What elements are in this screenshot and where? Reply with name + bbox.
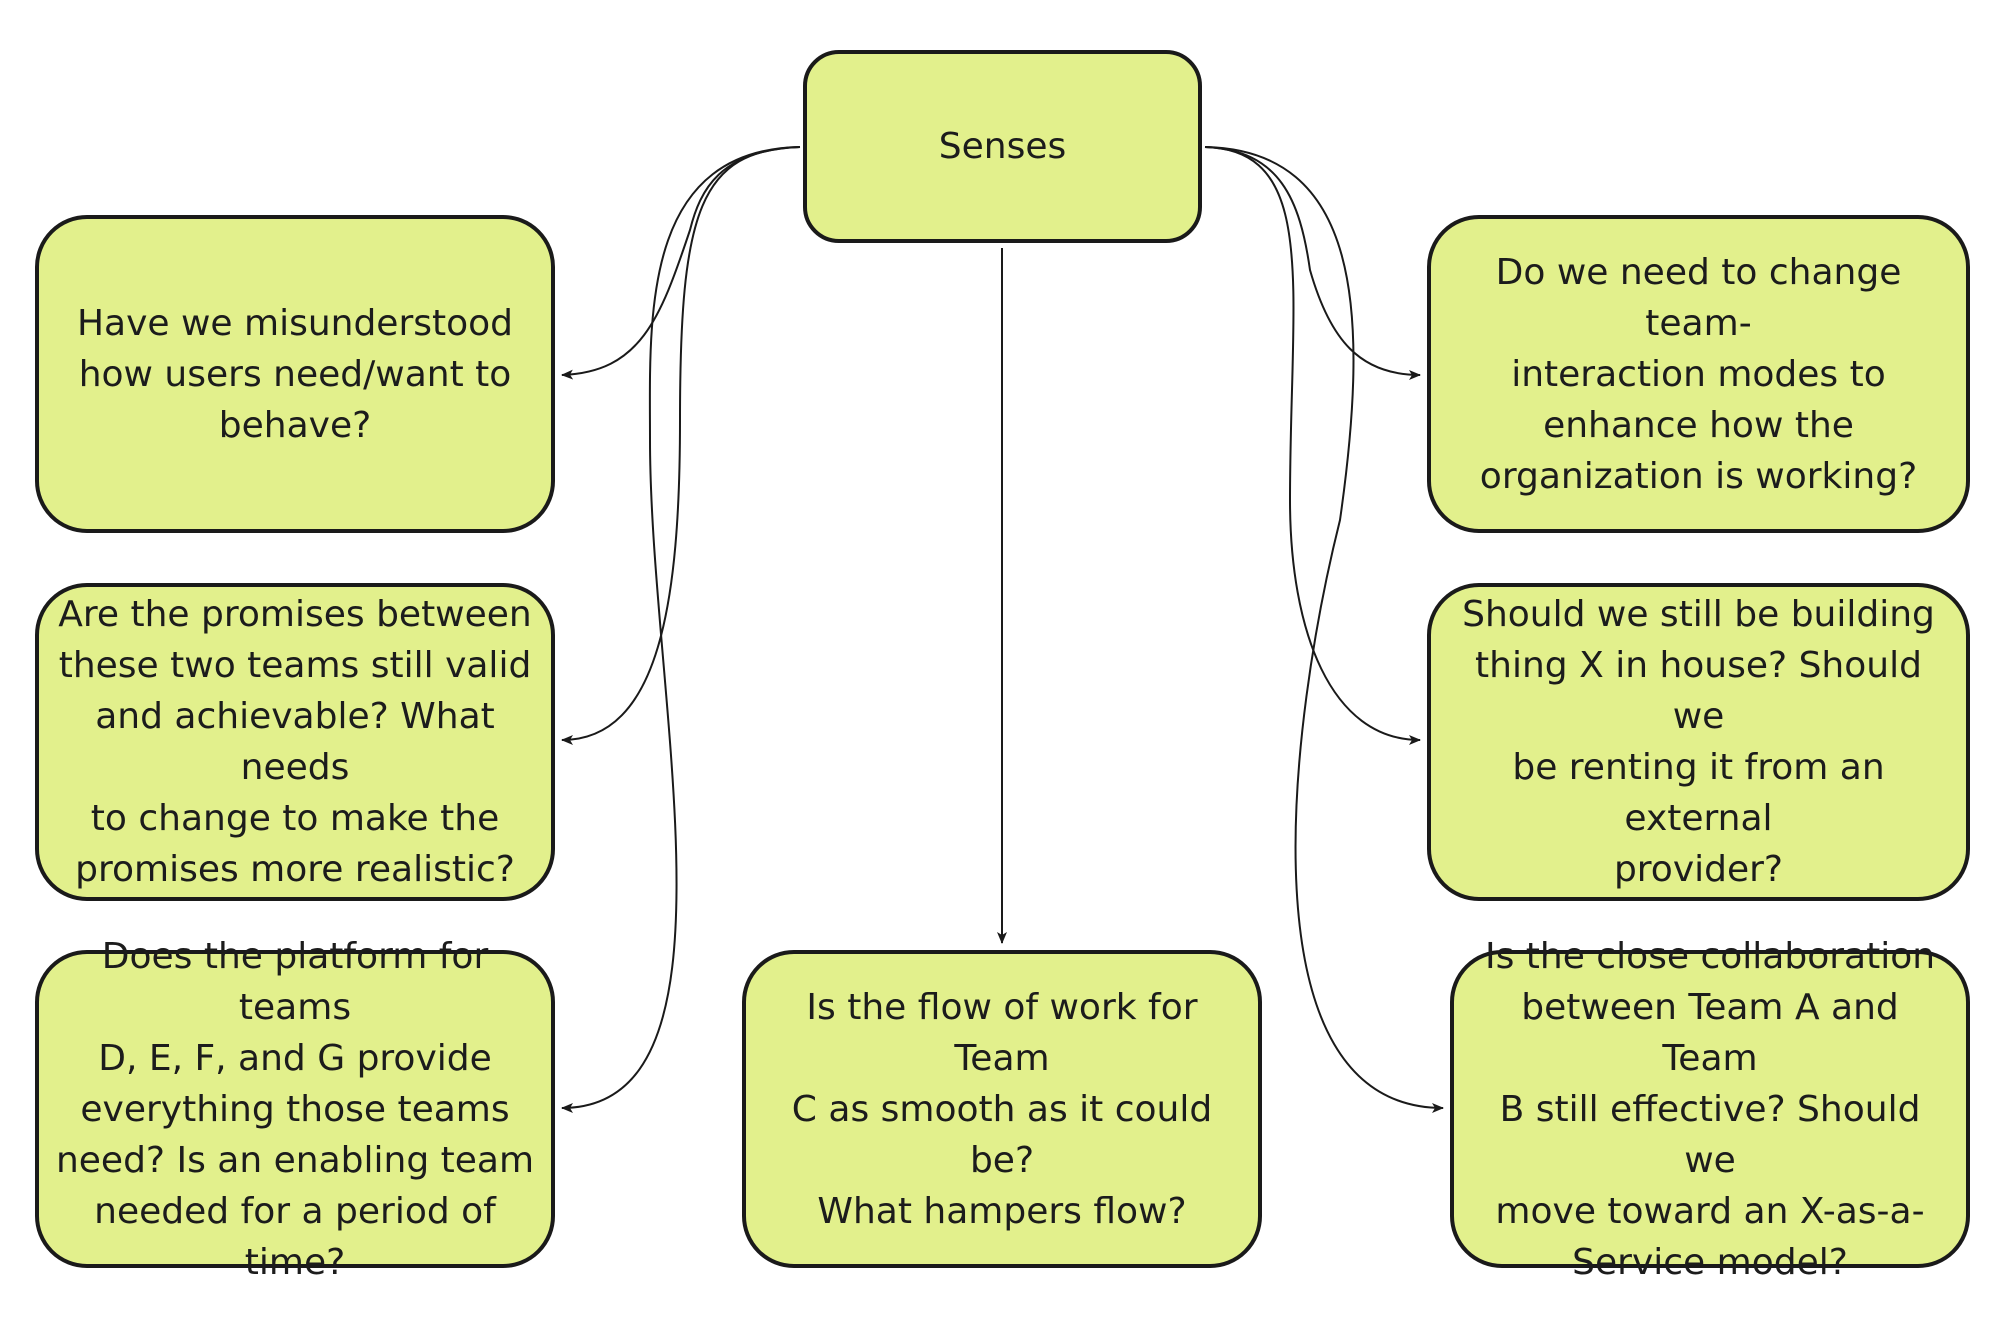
edge-senses-to-collab (1204, 146, 1444, 1113)
senses-node-text: Senses (939, 121, 1066, 172)
build-or-rent-line: Should we still be building (1462, 594, 1935, 635)
flow-of-work-line: C as smooth as it could be? (791, 1088, 1213, 1181)
interaction-modes-line: organization is working? (1479, 455, 1918, 497)
edge-senses-to-promises (561, 146, 801, 745)
platform-text: Does the platform for teams D, E, F, and… (55, 931, 535, 1288)
users-behavior-line: behave? (218, 404, 372, 446)
team-promises-line: promises more realistic? (75, 849, 515, 890)
users-behavior-text: Have we misunderstood how users need/wan… (77, 298, 513, 451)
team-promises-text: Are the promises between these two teams… (55, 589, 535, 895)
platform-line: need? Is an enabling team (55, 1139, 535, 1181)
interaction-modes-node[interactable]: Do we need to change team- interaction m… (1427, 215, 1970, 533)
build-or-rent-node[interactable]: Should we still be building thing X in h… (1427, 583, 1970, 901)
edge-senses-to-platform (561, 146, 801, 1113)
edge-senses-to-build (1204, 146, 1421, 745)
platform-line: everything those teams (80, 1088, 510, 1130)
platform-line: Does the platform for teams (101, 935, 489, 1028)
users-behavior-node[interactable]: Have we misunderstood how users need/wan… (35, 215, 555, 533)
interaction-modes-line: interaction modes to (1511, 353, 1886, 395)
build-or-rent-line: thing X in house? Should we (1475, 645, 1922, 737)
collaboration-line: Is the close collaboration (1484, 935, 1936, 977)
flow-of-work-line: Is the flow of work for Team (806, 986, 1198, 1079)
team-promises-line: these two teams still valid (58, 645, 532, 686)
flow-of-work-node[interactable]: Is the flow of work for Team C as smooth… (742, 950, 1262, 1268)
collaboration-line: move toward an X-as-a- (1495, 1190, 1925, 1232)
users-behavior-line: Have we misunderstood (76, 302, 514, 344)
team-promises-line: and achievable? What needs (95, 696, 495, 788)
interaction-modes-text: Do we need to change team- interaction m… (1447, 247, 1950, 502)
users-behavior-line: how users need/want to (78, 353, 512, 395)
team-promises-node[interactable]: Are the promises between these two teams… (35, 583, 555, 901)
collaboration-line: between Team A and Team (1521, 986, 1899, 1079)
interaction-modes-line: enhance how the (1543, 404, 1854, 446)
team-promises-line: to change to make the (90, 798, 500, 839)
collaboration-text: Is the close collaboration between Team … (1470, 931, 1950, 1288)
flow-of-work-text: Is the flow of work for Team C as smooth… (762, 982, 1242, 1237)
interaction-modes-line: Do we need to change team- (1495, 251, 1902, 344)
senses-node[interactable]: Senses (803, 50, 1202, 243)
platform-node[interactable]: Does the platform for teams D, E, F, and… (35, 936, 555, 1283)
build-or-rent-line: be renting it from an external (1512, 747, 1885, 839)
platform-line: D, E, F, and G provide (98, 1037, 492, 1079)
build-or-rent-text: Should we still be building thing X in h… (1447, 589, 1950, 895)
collaboration-line: Service model? (1572, 1241, 1848, 1283)
flow-of-work-line: What hampers flow? (817, 1190, 1187, 1232)
edge-senses-to-interaction (1204, 146, 1421, 380)
platform-line: needed for a period of time? (94, 1190, 496, 1283)
senses-line: Senses (938, 126, 1067, 167)
build-or-rent-line: provider? (1613, 849, 1784, 890)
team-promises-line: Are the promises between (58, 594, 532, 635)
collaboration-line: B still effective? Should we (1499, 1088, 1921, 1181)
collaboration-node[interactable]: Is the close collaboration between Team … (1450, 936, 1970, 1283)
